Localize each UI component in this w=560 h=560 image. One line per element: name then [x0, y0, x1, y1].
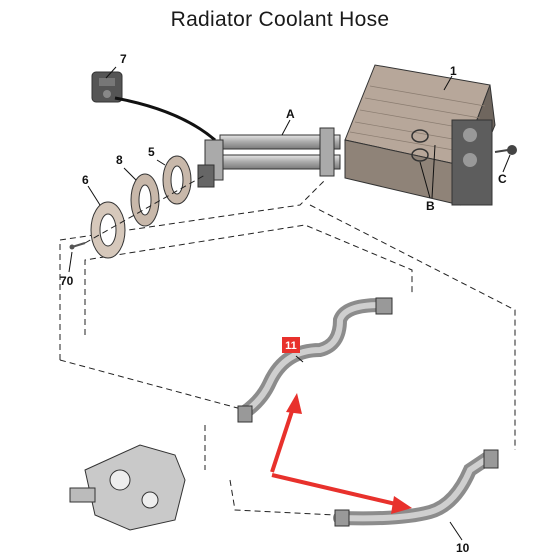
- callout-11: 11: [285, 340, 297, 352]
- part-6-flange: [90, 201, 126, 259]
- callout-70: 70: [60, 274, 74, 288]
- assembly-line-left: [59, 179, 326, 360]
- clip-mount-line: [114, 96, 216, 142]
- part-A-pipe-assembly: [197, 127, 341, 188]
- part-1-heater-core: [344, 64, 496, 206]
- assembly-line-middle: [84, 224, 413, 335]
- thermostat-housing: [69, 444, 186, 531]
- part-70-screw: [69, 242, 86, 250]
- part-8-gasket: [130, 173, 160, 227]
- part-7-clip: [91, 71, 123, 103]
- callout-5: 5: [148, 145, 155, 159]
- callout-1: 1: [450, 64, 457, 78]
- callout-6: 6: [82, 173, 89, 187]
- callout-A: A: [286, 107, 295, 121]
- callout-11-highlight: 11: [282, 337, 300, 353]
- part-5-gasket: [162, 155, 192, 205]
- assembly-line-to-hose11: [59, 359, 246, 411]
- highlight-arrow-up: [270, 393, 302, 473]
- assembly-line-right: [309, 204, 516, 450]
- part-B-o-rings: [411, 129, 429, 162]
- diagram-title: Radiator Coolant Hose: [170, 8, 390, 31]
- hose10-end: [483, 449, 499, 469]
- part-10-hose: [333, 451, 495, 526]
- hose10-clamp: [334, 509, 350, 527]
- callout-7: 7: [120, 52, 127, 66]
- assembly-line-thermostat: [204, 425, 336, 516]
- part-C-screw: [494, 145, 517, 155]
- callout-B: B: [426, 199, 435, 213]
- hose11-connector: [375, 297, 393, 315]
- callout-8: 8: [116, 153, 123, 167]
- callout-10: 10: [456, 541, 470, 555]
- hose11-clamp: [237, 405, 253, 423]
- highlight-arrow-right: [271, 473, 412, 514]
- callout-C: C: [498, 172, 507, 186]
